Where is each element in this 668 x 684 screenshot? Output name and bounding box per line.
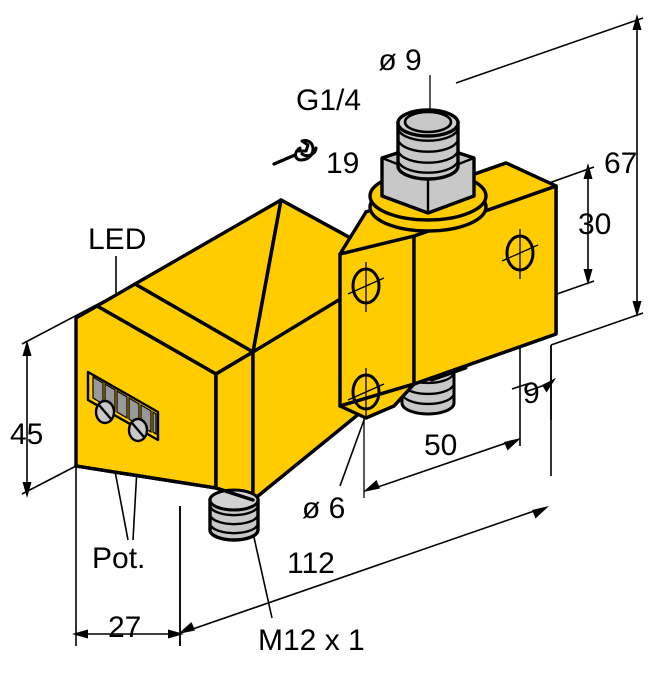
text-labels-group: ø 9 G1/4 19 LED Pot. ø 6 M12 x 1 [88, 44, 422, 657]
dimension-67: 67 [455, 14, 644, 346]
label-diameter-6: ø 6 [302, 492, 345, 525]
label-thread-g14: G1/4 [296, 84, 361, 117]
m12-connector [74, 464, 260, 542]
wrench-icon [272, 139, 318, 166]
label-potentiometer: Pot. [92, 542, 145, 575]
dimension-67-text: 67 [604, 147, 637, 180]
dimension-112-text: 112 [287, 547, 335, 580]
dimension-45-text: 45 [10, 418, 43, 451]
top-connector-assembly [368, 108, 488, 233]
dimension-9-text: 9 [523, 377, 540, 410]
pot-screw-1 [94, 399, 116, 425]
mounting-holes-group [347, 229, 539, 418]
potentiometer-screws [94, 399, 149, 443]
pot-screw-2 [127, 417, 149, 443]
dimension-30-text: 30 [578, 208, 611, 241]
mounting-hole-front [347, 262, 385, 312]
dimension-lines-group: 67 30 45 27 [10, 14, 644, 646]
label-led: LED [88, 223, 146, 256]
leader-m12 [250, 523, 273, 619]
mounting-hole-rear [347, 368, 385, 418]
label-diameter-9: ø 9 [378, 44, 421, 77]
dimension-27: 27 [72, 466, 184, 646]
dimension-27-text: 27 [108, 611, 141, 644]
label-m12-thread: M12 x 1 [258, 624, 365, 657]
mounting-hole-right [501, 229, 539, 279]
dimension-50-text: 50 [424, 429, 457, 462]
label-wrench-size: 19 [326, 147, 359, 180]
